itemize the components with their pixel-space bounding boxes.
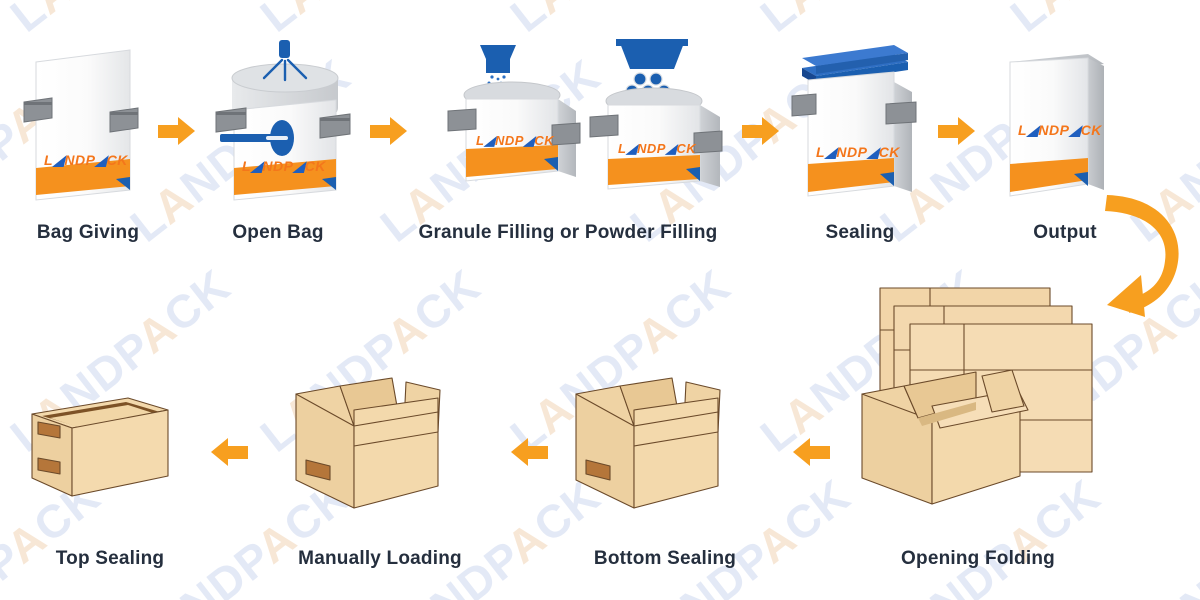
closed-carton-icon (31, 397, 169, 497)
caption-opening-folding: Opening Folding (901, 548, 1055, 569)
wrap-around-arrow (1085, 175, 1200, 325)
granule-filling-icon (589, 39, 723, 190)
caption-open-bag: Open Bag (232, 222, 324, 243)
flat-bag-icon (23, 49, 139, 201)
bag-logo: L◢NDP◢CK (242, 158, 326, 174)
arrow-sealing-to-output (938, 117, 978, 146)
bag-logo: L◢NDP◢CK (44, 152, 128, 168)
caption-manually-loading: Manually Loading (298, 548, 462, 569)
bag-with-opener-icon (215, 40, 351, 201)
caption-output: Output (1033, 222, 1097, 243)
filled-bag-icon (1009, 54, 1104, 197)
open-carton-icon (295, 377, 441, 509)
arrow-filling-to-sealing (742, 117, 782, 146)
carton-stack-open-icon (861, 287, 1093, 505)
step-sealing: L◢NDP◢CK (790, 42, 940, 217)
bag-logo: L◢NDP◢CK (618, 141, 697, 156)
step-manually-loading (288, 368, 478, 533)
arrow-bag-giving-to-open-bag (158, 117, 198, 146)
caption-sealing: Sealing (825, 222, 895, 243)
caption-filling: Granule Filling or Powder Filling (418, 222, 718, 243)
caption-bag-giving: Bag Giving (36, 222, 140, 243)
caption-top-sealing: Top Sealing (55, 548, 165, 569)
arrow-bottom-to-manually-loading (508, 438, 548, 467)
step-bottom-sealing (568, 368, 758, 533)
bag-logo: L◢NDP◢CK (1018, 122, 1102, 138)
open-carton-taped-icon (575, 377, 721, 509)
arrow-open-bag-to-filling (370, 117, 410, 146)
arrow-manually-to-top-sealing (208, 438, 248, 467)
bag-logo: L◢NDP◢CK (476, 133, 555, 148)
step-opening-folding (852, 278, 1112, 533)
step-open-bag: L◢NDP◢CK (210, 30, 370, 210)
step-top-sealing (20, 388, 210, 533)
curved-arrow-icon (1105, 195, 1179, 317)
arrow-opening-to-bottom-sealing (790, 438, 830, 467)
step-output: L◢NDP◢CK (1000, 48, 1130, 213)
step-bag-giving: L◢NDP◢CK (18, 40, 158, 210)
bag-logo: L◢NDP◢CK (816, 144, 900, 160)
caption-bottom-sealing: Bottom Sealing (593, 548, 737, 569)
bag-with-seal-bars-icon (791, 45, 917, 197)
powder-filling-icon (447, 45, 581, 182)
